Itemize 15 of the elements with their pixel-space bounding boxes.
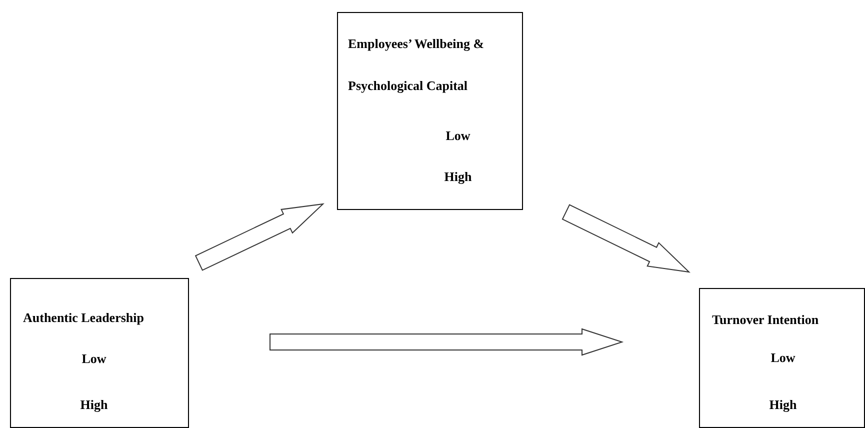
- level-label: Low: [80, 351, 108, 367]
- heading: Turnover Intention: [712, 311, 820, 329]
- text-box: [337, 12, 523, 210]
- heading: Employees’ Wellbeing & Psychological Capital: [348, 35, 486, 95]
- text-box: [699, 288, 865, 428]
- block-arrow: [562, 204, 690, 273]
- level-label: High: [79, 397, 109, 413]
- heading: Authentic Leadership: [23, 309, 145, 327]
- block-arrow: [194, 203, 324, 271]
- level-label: High: [443, 169, 473, 185]
- block-arrow: [270, 328, 624, 356]
- text-box: [10, 278, 189, 428]
- level-label: Low: [770, 350, 796, 366]
- level-label: Low: [444, 128, 472, 144]
- level-label: High: [768, 397, 798, 413]
